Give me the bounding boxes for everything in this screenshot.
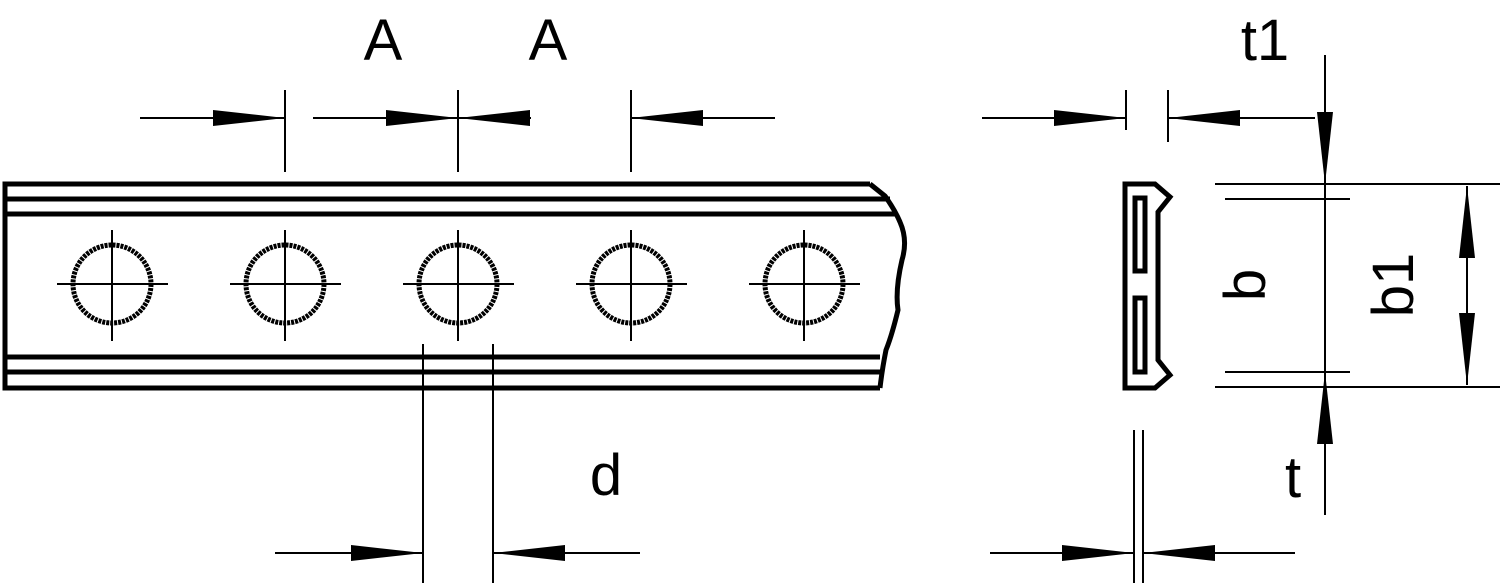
pitch-label: A	[529, 8, 568, 73]
hole	[749, 230, 860, 341]
break-line	[868, 182, 908, 389]
t-label: t	[1285, 445, 1301, 510]
flange-thickness-dimension: t1	[982, 8, 1315, 142]
hole	[57, 230, 168, 341]
holes	[57, 230, 860, 341]
pitch-dimension: A A	[140, 8, 775, 172]
rail-cross-section	[1122, 181, 1174, 391]
width-dimensions: b b1 t	[1213, 55, 1500, 515]
hole	[403, 230, 514, 341]
b1-label: b1	[1361, 253, 1426, 318]
wall-thickness-dimension	[990, 430, 1295, 583]
hole-diameter-dimension: d	[275, 344, 640, 583]
hole	[230, 230, 341, 341]
pitch-label: A	[364, 8, 403, 73]
b-label: b	[1213, 269, 1278, 301]
rail-side-view	[2, 181, 908, 391]
diameter-label: d	[590, 443, 622, 508]
hole	[576, 230, 687, 341]
t1-label: t1	[1241, 8, 1289, 73]
